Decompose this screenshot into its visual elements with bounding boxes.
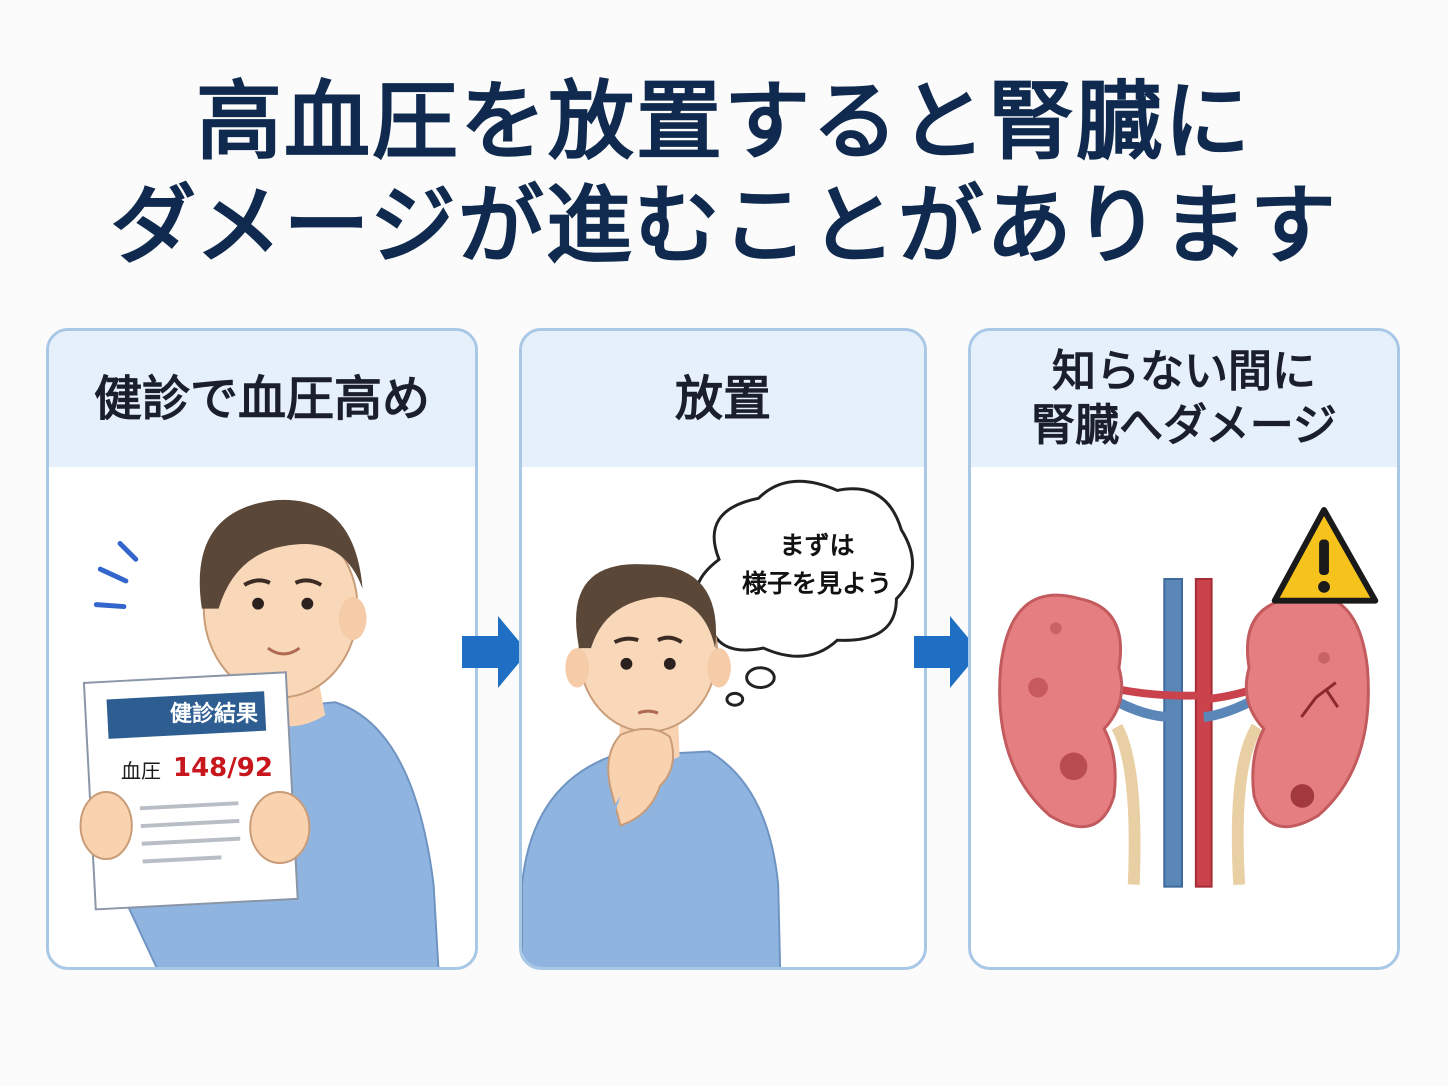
thought-line-2: 様子を見よう [741, 569, 892, 598]
panel-kidney-damage: 知らない間に 腎臓へダメージ [968, 328, 1400, 970]
arrow-right-icon [914, 616, 980, 688]
panel-neglect-header: 放置 [522, 331, 924, 467]
surprise-lines-icon [93, 541, 139, 610]
panel-checkup: 健診で血圧高め 健診結果 血 [46, 328, 478, 970]
panel-neglect-heading: 放置 [674, 371, 771, 427]
sheet-bp-label: 血圧 [121, 759, 161, 783]
panel-kidney-damage-header: 知らない間に 腎臓へダメージ [971, 331, 1397, 467]
sheet-header: 健診結果 [169, 702, 258, 727]
panel-checkup-heading: 健診で血圧高め [93, 371, 430, 427]
page-title: 高血圧を放置すると腎臓に ダメージが進むことがあります [0, 70, 1448, 278]
thought-line-1: まずは [779, 531, 855, 560]
thought-bubble-icon [695, 479, 914, 707]
man-thinking-illustration [522, 479, 914, 967]
damaged-kidneys-illustration [998, 507, 1379, 888]
page-title-line-1: 高血圧を放置すると腎臓に [196, 72, 1252, 172]
man-reading-results-illustration [79, 499, 440, 967]
warning-icon [1271, 507, 1379, 604]
page-title-line-2: ダメージが進むことがあります [110, 176, 1338, 276]
panel-kidney-damage-heading-1: 知らない間に [1052, 346, 1316, 397]
panel-kidney-damage-heading-2: 腎臓へダメージ [1031, 400, 1337, 451]
kidney-icon [998, 593, 1124, 829]
sheet-bp-value: 148/92 [173, 753, 273, 783]
checkup-results-sheet [82, 671, 299, 911]
arrow-right-icon [462, 616, 528, 688]
kidney-icon [1244, 593, 1370, 829]
panel-neglect: 放置 まずは 様子を見よう [519, 328, 927, 970]
panel-checkup-header: 健診で血圧高め [49, 331, 475, 467]
thought-bubble-text: まずは 様子を見よう [717, 527, 917, 603]
